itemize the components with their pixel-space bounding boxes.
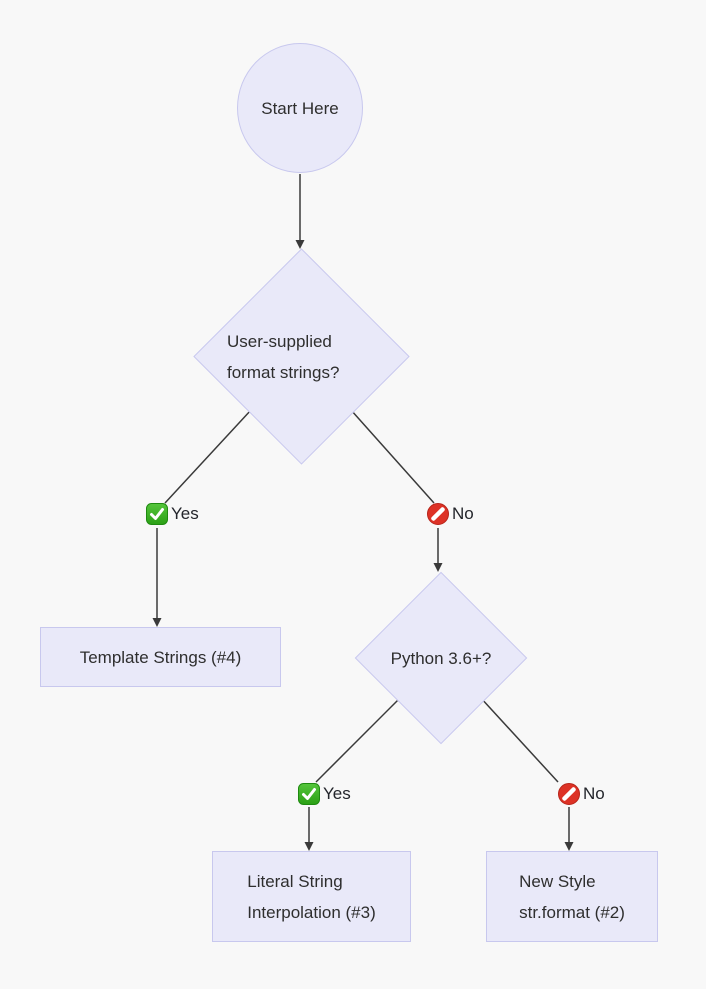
template-strings-node: Template Strings (#4)	[40, 627, 281, 687]
start-node	[237, 43, 363, 173]
edge-decision1-to-yes1	[164, 409, 252, 504]
arrowhead-str-format	[564, 842, 574, 851]
edge-label-yes1-text: Yes	[171, 504, 199, 523]
prohibited-icon	[558, 783, 580, 805]
str-format-node: New Style str.format (#2)	[486, 851, 658, 942]
edge-decision1-to-no1	[350, 409, 435, 504]
edge-label-yes2-text: Yes	[323, 784, 351, 803]
arrowhead-literal-interpolation	[304, 842, 314, 851]
edge-label-yes2: Yes	[298, 783, 351, 805]
edge-decision2-to-yes2	[315, 696, 402, 783]
prohibited-icon	[427, 503, 449, 525]
edge-decision2-to-no2	[479, 696, 559, 783]
check-icon	[298, 783, 320, 805]
template-strings-label: Template Strings (#4)	[79, 647, 242, 667]
check-icon	[146, 503, 168, 525]
start-node-label: Start Here	[261, 98, 339, 118]
str-format-line1: New Style	[519, 871, 596, 891]
edge-label-no1-text: No	[452, 504, 474, 523]
decision1-label-line2: format strings?	[227, 363, 340, 382]
decision2-label: Python 3.6+?	[390, 648, 492, 668]
edge-label-no1: No	[427, 503, 474, 525]
arrowhead-decision2	[433, 563, 443, 572]
arrowhead-decision1	[295, 240, 305, 249]
literal-interpolation-line2: Interpolation (#3)	[247, 902, 376, 922]
edge-label-no2: No	[558, 783, 605, 805]
literal-interpolation-label: Literal String Interpolation (#3)	[247, 866, 376, 928]
literal-interpolation-line1: Literal String	[247, 871, 343, 891]
str-format-label: New Style str.format (#2)	[519, 866, 625, 928]
edge-label-yes1: Yes	[146, 503, 199, 525]
decision1-label-line1: User-supplied	[227, 332, 332, 351]
edge-label-no2-text: No	[583, 784, 605, 803]
str-format-line2: str.format (#2)	[519, 902, 625, 922]
arrowhead-template-strings	[152, 618, 162, 627]
literal-interpolation-node: Literal String Interpolation (#3)	[212, 851, 411, 942]
decision1-label: User-supplied format strings?	[227, 326, 339, 388]
